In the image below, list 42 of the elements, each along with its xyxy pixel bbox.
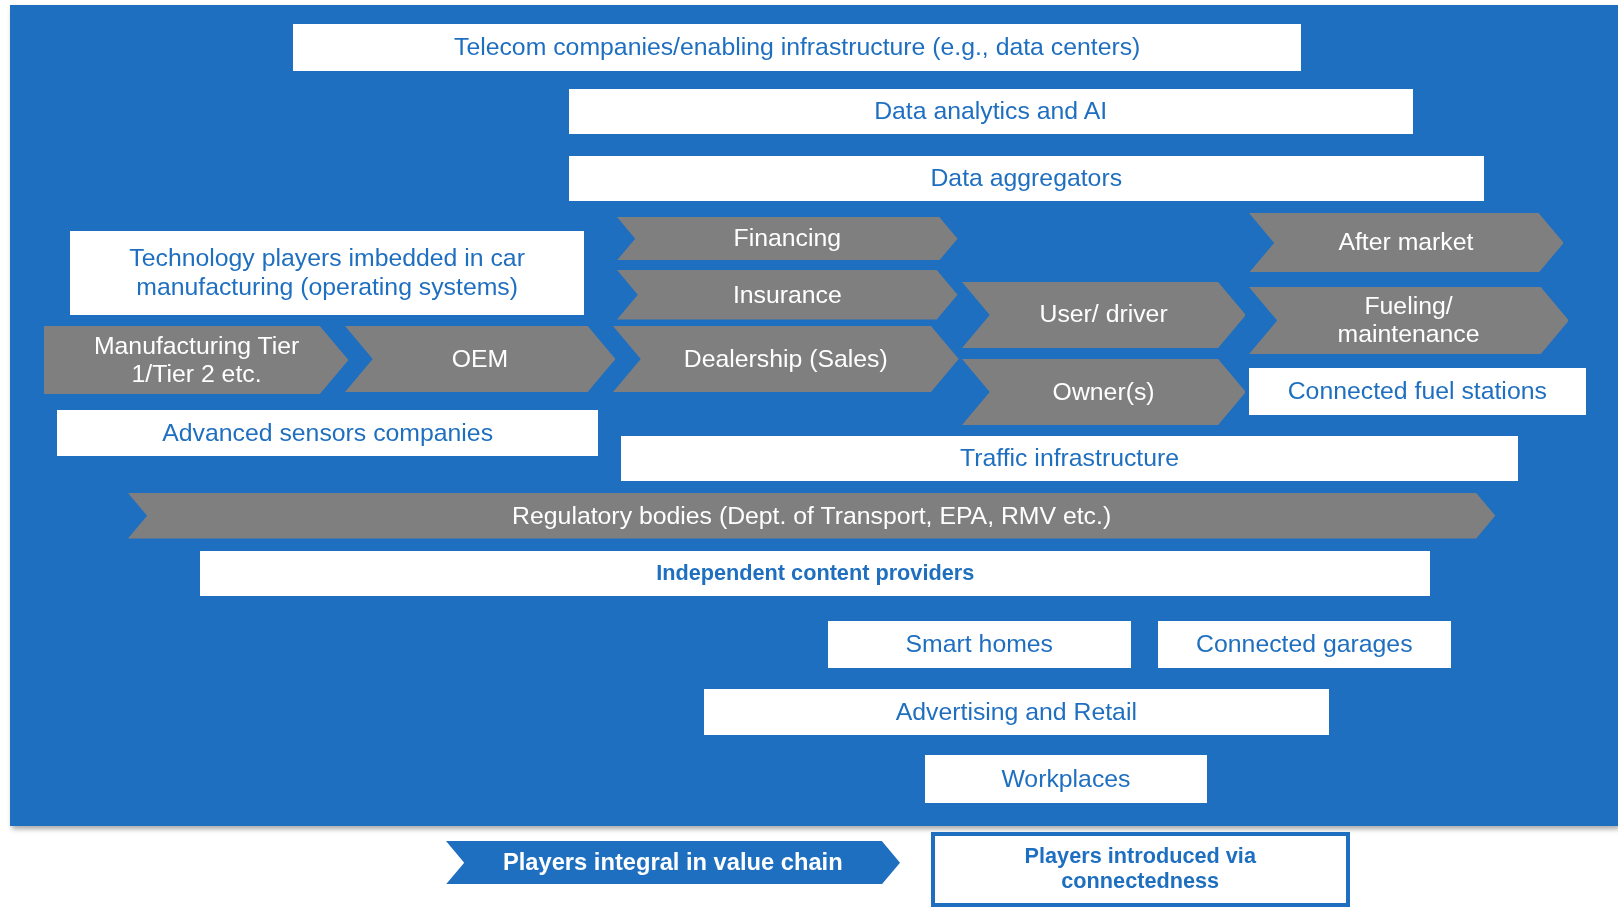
player-box (827, 621, 1131, 668)
value-chain-stage (612, 326, 959, 393)
player-box (924, 755, 1208, 803)
player-label: After market (1338, 228, 1474, 257)
player-label: Advertising and Retail (895, 697, 1137, 727)
player-label: Smart homes (905, 630, 1053, 659)
player-label: Data aggregators (930, 164, 1123, 193)
player-box (703, 689, 1329, 735)
player-label: Owner(s) (1052, 377, 1155, 407)
player-label: Manufacturing Tier 1/Tier 2 etc. (92, 331, 301, 389)
player-label: OEM (451, 344, 509, 374)
legend-text: Players introduced via connectedness (1023, 844, 1258, 895)
legend-text: Players integral in value chain (502, 849, 843, 877)
player-box (56, 409, 599, 457)
value-chain-stage (128, 493, 1496, 539)
player-box (568, 155, 1484, 202)
player-box (200, 551, 1431, 597)
player-box (1157, 621, 1451, 668)
player-label: Data analytics and AI (874, 97, 1108, 126)
player-label: Fueling/ maintenance (1336, 291, 1481, 349)
player-label: Insurance (732, 280, 842, 310)
player-label: Connected garages (1196, 630, 1413, 659)
player-box (293, 23, 1302, 72)
player-label: Regulatory bodies (Dept. of Transport, EPA, RMV etc.) (512, 501, 1112, 531)
player-label: Workplaces (1001, 764, 1131, 794)
player-label: Connected fuel stations (1287, 377, 1547, 406)
player-box (70, 231, 585, 315)
player-label: Advanced sensors companies (162, 418, 494, 448)
value-chain-stage (344, 326, 616, 393)
value-chain-stage (44, 326, 349, 395)
player-label: User/ driver (1039, 300, 1168, 329)
player-label: Telecom companies/enabling infrastructure (e.g., data centers) (454, 33, 1141, 62)
player-label: Dealership (Sales) (683, 344, 888, 374)
player-box (621, 435, 1518, 481)
player-label: Traffic infrastructure (959, 443, 1180, 473)
player-label: Technology players imbedded in car manufacturing (operating systems) (128, 244, 526, 302)
player-label: Independent content providers (656, 561, 975, 587)
player-box (568, 88, 1413, 135)
player-box (1248, 368, 1586, 415)
value-chain-stage (617, 216, 958, 260)
player-label: Financing (733, 224, 842, 253)
value-chain-stage (617, 270, 958, 320)
